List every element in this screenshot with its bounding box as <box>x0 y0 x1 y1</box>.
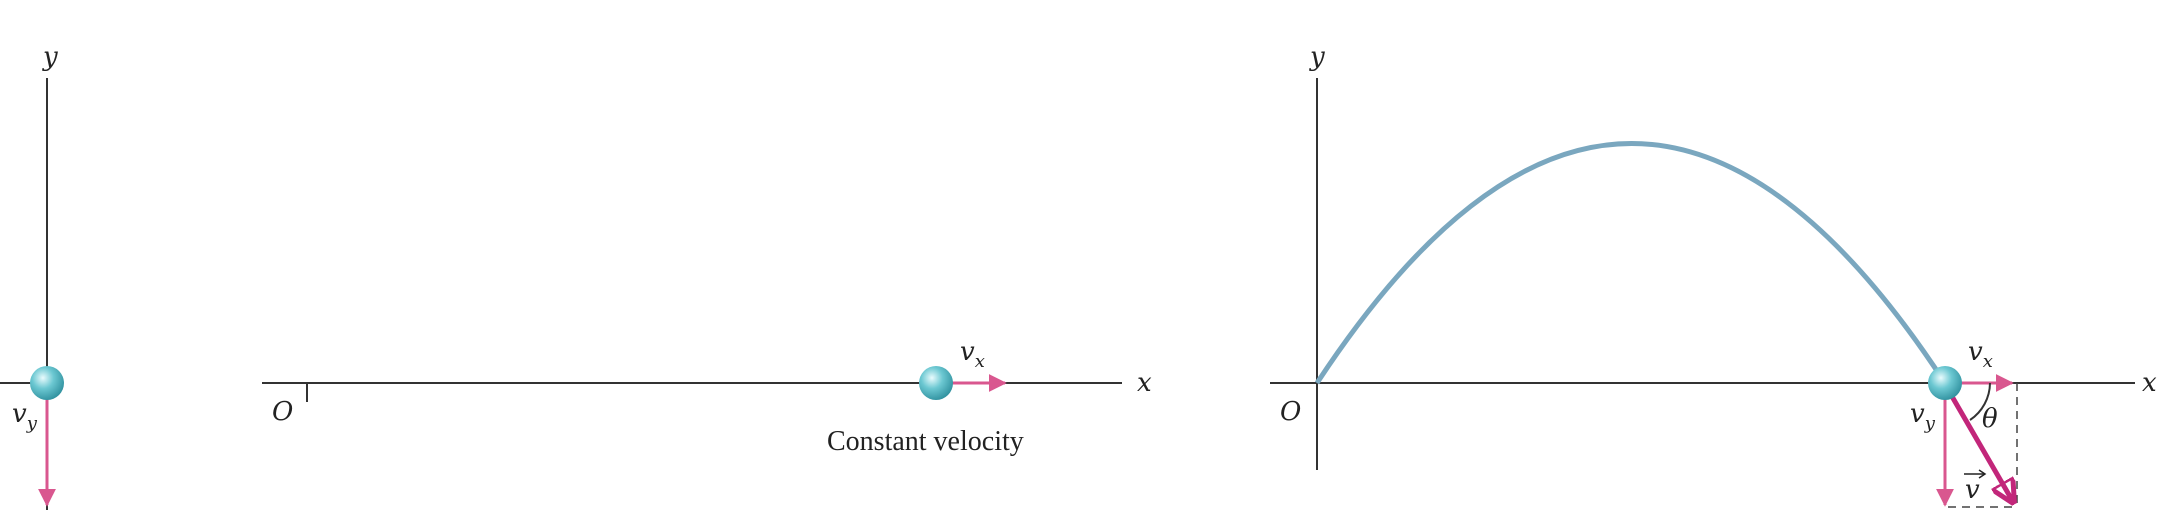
middle-panel: O x vx Constant velocity <box>262 337 1152 457</box>
right-x-axis-label: x <box>2142 368 2157 398</box>
right-ball <box>1928 366 1962 400</box>
right-vx-label: vx <box>1968 337 1993 372</box>
left-panel: y vy <box>0 42 64 510</box>
right-y-axis-label: y <box>1309 42 1325 72</box>
velocity-vector <box>1947 391 2012 500</box>
right-vy-label: vy <box>1910 399 1936 434</box>
right-panel: y x O θ vx vy v <box>1270 42 2157 507</box>
middle-x-axis-label: x <box>1137 368 1152 398</box>
left-ball <box>30 366 64 400</box>
right-origin-label: O <box>1280 397 1301 427</box>
middle-caption: Constant velocity <box>827 426 1024 457</box>
v-vector-label: v <box>1965 475 1980 505</box>
middle-vx-label: vx <box>960 337 985 372</box>
middle-origin-label: O <box>272 397 293 427</box>
angle-arc <box>1969 382 1991 421</box>
trajectory-curve <box>1314 141 1948 385</box>
middle-ball <box>919 366 953 400</box>
angle-label: θ <box>1982 404 1998 434</box>
v-vector-label-arrowhead <box>1978 469 1987 479</box>
left-vy-label: vy <box>12 399 38 434</box>
left-y-axis-label: y <box>42 42 58 72</box>
